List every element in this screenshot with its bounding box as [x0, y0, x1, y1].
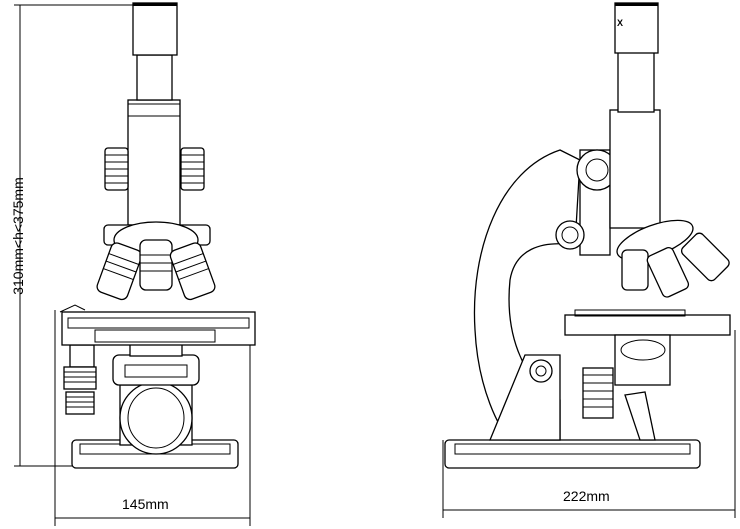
draw-tube	[617, 49, 655, 113]
side-depth-dimension-line	[442, 330, 736, 518]
side-depth-label: 222mm	[563, 488, 610, 504]
side-view-microscope	[444, 2, 731, 469]
coarse-focus-knob	[555, 220, 585, 250]
coarse-knob	[582, 367, 614, 419]
eyepiece-magnification-mark: X	[617, 18, 624, 28]
coarse-focus-knobs	[63, 344, 97, 415]
height-dimension-line	[14, 4, 135, 467]
stage	[564, 314, 731, 336]
eyepiece	[132, 2, 178, 56]
front-width-label: 145mm	[122, 496, 169, 512]
objectives	[621, 232, 730, 298]
front-view-microscope	[59, 2, 256, 469]
front-width-dimension-line	[54, 310, 251, 526]
draw-tube	[136, 54, 173, 101]
condenser	[112, 354, 200, 386]
body-tube	[127, 99, 181, 226]
tilt-joint	[529, 359, 553, 383]
eyepiece	[614, 2, 659, 54]
body-tube	[609, 109, 661, 229]
objectives	[96, 239, 216, 301]
fine-focus-knobs	[104, 147, 205, 191]
mirror	[624, 391, 656, 441]
height-dimension-label: 310mm<h<375mm	[10, 177, 26, 295]
mirror	[119, 381, 193, 455]
